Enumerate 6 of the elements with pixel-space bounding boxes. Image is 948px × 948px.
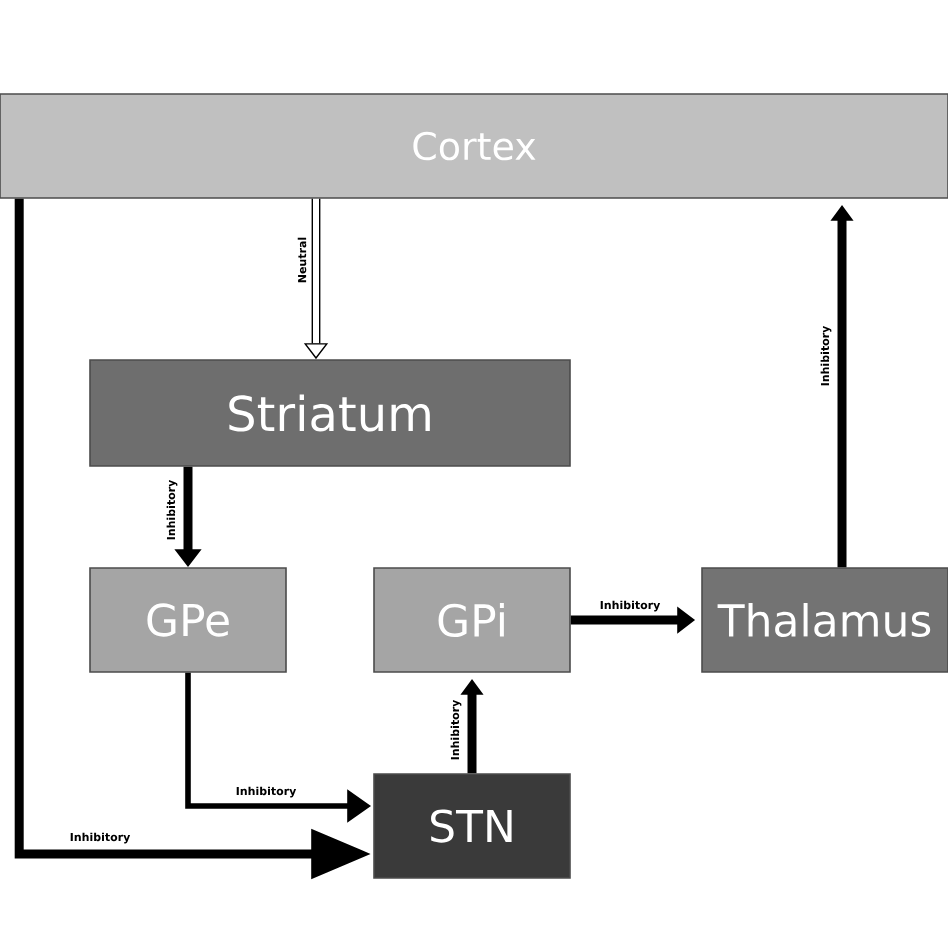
region-box: GPi (373, 567, 571, 673)
region-box: Cortex (0, 93, 948, 199)
region-box: STN (373, 773, 571, 879)
region-box: Striatum (89, 359, 571, 467)
region-box: Thalamus (701, 567, 948, 673)
region-box: GPe (89, 567, 287, 673)
